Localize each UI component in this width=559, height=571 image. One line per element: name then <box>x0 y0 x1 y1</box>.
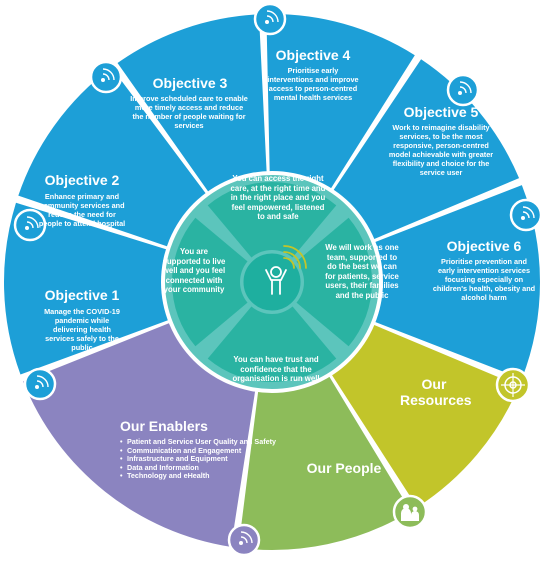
enablers-section: Our Enablers Patient and Service User Qu… <box>120 418 290 481</box>
objective-5: Objective 5 Work to reimagine disability… <box>386 104 496 177</box>
list-item: Communication and Engagement <box>120 446 290 456</box>
inner-quadrant-top-text: You can access the right care, at the ri… <box>230 174 326 222</box>
inner-quadrant-right <box>296 217 372 347</box>
wifi-badge-icon <box>23 367 57 401</box>
objective-1-segment <box>3 202 171 375</box>
inner-quadrant-left-text: You are supported to live well and you f… <box>162 247 226 295</box>
enablers-list: Patient and Service User Quality and Saf… <box>120 437 290 481</box>
our-resources-title: Our Resources <box>400 376 472 408</box>
objective-1-text: Manage the COVID-19 pandemic while deliv… <box>44 307 120 352</box>
objective-4-segment <box>266 14 415 191</box>
wifi-badge-icon <box>227 523 261 557</box>
objective-2: Objective 2 Enhance primary and communit… <box>28 172 136 228</box>
objective-3-text: Improve scheduled care to enable more ti… <box>130 94 248 130</box>
objective-4-title: Objective 4 <box>275 47 351 63</box>
list-item: Technology and eHealth <box>120 472 290 481</box>
objective-3: Objective 3 Improve scheduled care to en… <box>130 75 250 130</box>
objective-4: Objective 4 Prioritise early interventio… <box>265 47 361 102</box>
objective-6-title: Objective 6 <box>446 238 522 254</box>
objective-2-title: Objective 2 <box>44 172 120 188</box>
resources-segment <box>330 323 520 508</box>
inner-quadrant-left <box>171 217 248 347</box>
target-icon <box>495 367 531 403</box>
wifi-badge-icon <box>13 208 47 242</box>
enablers-title: Our Enablers <box>120 418 208 434</box>
objective-6-text: Prioritise prevention and early interven… <box>432 257 536 302</box>
objective-5-text: Work to reimagine disability services, t… <box>388 123 494 177</box>
list-item: Infrastructure and Equipment <box>120 455 290 464</box>
enablers-segment <box>23 322 256 547</box>
wifi-badge-icon <box>446 73 480 107</box>
objective-6: Objective 6 Prioritise prevention and ea… <box>432 238 536 302</box>
wifi-badge-icon <box>253 2 287 36</box>
objective-1: Objective 1 Manage the COVID-19 pandemic… <box>28 287 136 352</box>
wifi-badge-icon <box>89 60 123 94</box>
list-item: Data and Information <box>120 463 290 473</box>
list-item: Patient and Service User Quality and Saf… <box>120 437 290 447</box>
objective-3-segment <box>117 14 267 194</box>
objective-1-title: Objective 1 <box>44 287 120 303</box>
objective-5-title: Objective 5 <box>403 104 479 120</box>
wifi-badge-icon <box>509 198 543 232</box>
objective-2-text: Enhance primary and community services a… <box>38 192 126 228</box>
people-segment <box>238 374 411 550</box>
objective-2-segment <box>18 67 208 248</box>
person-wifi-icon <box>265 245 307 295</box>
our-people-title: Our People <box>306 460 382 476</box>
objective-4-text: Prioritise early interventions and impro… <box>267 66 359 102</box>
objective-6-segment <box>372 185 540 379</box>
objective-5-segment <box>332 59 520 241</box>
inner-quadrant-bottom-text: You can have trust and confidence that t… <box>232 355 320 384</box>
inner-quadrant-top <box>207 181 337 258</box>
people-icon <box>392 494 428 530</box>
inner-quadrant-right-text: We will work as one team, supported to d… <box>325 243 399 300</box>
inner-quadrant-bottom <box>207 306 337 382</box>
objective-3-title: Objective 3 <box>152 75 228 91</box>
